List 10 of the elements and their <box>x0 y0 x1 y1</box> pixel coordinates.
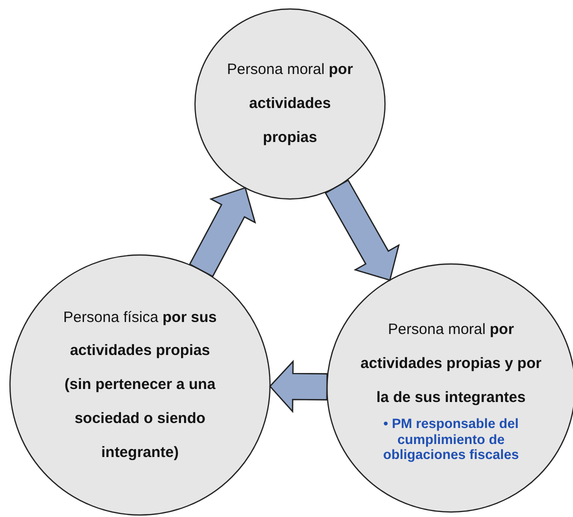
node-label: Persona física por sus actividades propias <box>62 308 218 362</box>
block-arrow <box>188 186 256 278</box>
node-label: Persona moral por actividades propias y por la de sus integrantes <box>360 320 542 408</box>
node-note: • PM responsable del cumplimiento de obligaciones fiscales <box>382 416 520 463</box>
circle-node <box>194 8 386 200</box>
node-label: Persona moral por actividades propias <box>226 60 354 148</box>
circle-node <box>9 254 271 516</box>
node-note: (sin pertenecer a una sociedad o siendo integrante) <box>64 375 216 463</box>
block-arrow <box>324 179 400 281</box>
block-arrow <box>269 360 328 414</box>
